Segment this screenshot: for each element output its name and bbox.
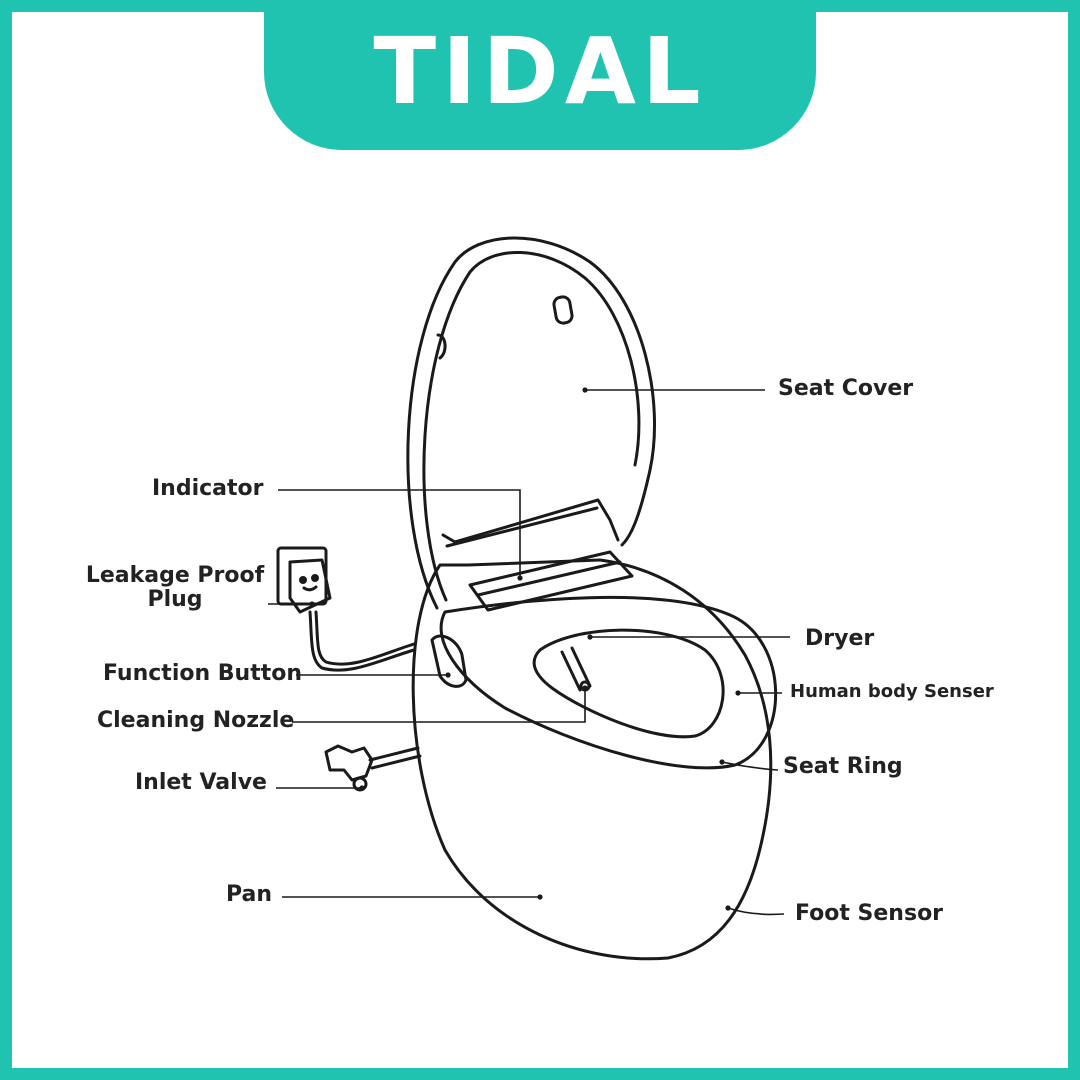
label-leakage-proof-plug: Leakage Proof Plug xyxy=(84,563,266,613)
pan-outline xyxy=(411,558,773,961)
plug-plate xyxy=(276,546,328,606)
nozzle-arm xyxy=(560,646,592,692)
label-seat-ring: Seat Ring xyxy=(783,754,903,779)
control-housing xyxy=(468,550,634,612)
plug-body xyxy=(288,558,332,614)
seat-ring-outline xyxy=(439,595,778,770)
cover-bump xyxy=(436,333,447,360)
inlet-pipe xyxy=(368,746,422,770)
power-cord xyxy=(308,610,416,672)
label-pan: Pan xyxy=(226,882,273,907)
label-cleaning-nozzle: Cleaning Nozzle xyxy=(97,708,295,733)
label-seat-cover: Seat Cover xyxy=(778,376,914,401)
label-inlet-valve: Inlet Valve xyxy=(135,770,267,795)
label-leakage-proof-plug-line1: Leakage Proof xyxy=(85,563,265,588)
function-panel xyxy=(430,634,468,688)
leader-foot-sensor xyxy=(727,907,785,916)
inlet-valve xyxy=(324,744,374,782)
leader-seat-ring xyxy=(721,761,779,771)
brand-logo: TIDAL xyxy=(373,18,707,125)
seat-cover-outline xyxy=(406,236,656,610)
leader-cleaning-nozzle xyxy=(292,688,586,723)
cover-slot xyxy=(552,295,574,325)
label-leakage-proof-plug-line2: Plug xyxy=(147,587,203,613)
label-human-body-sensor: Human body Senser xyxy=(790,681,994,702)
label-dryer: Dryer xyxy=(805,626,875,651)
leader-indicator xyxy=(278,489,521,578)
label-foot-sensor: Foot Sensor xyxy=(795,901,944,926)
seat-opening xyxy=(532,628,725,739)
brand-banner: TIDAL xyxy=(264,0,816,150)
hinge-bracket xyxy=(441,498,620,544)
seat-cover-inner xyxy=(422,251,641,602)
label-function-button: Function Button xyxy=(103,661,303,686)
label-indicator: Indicator xyxy=(152,476,264,501)
